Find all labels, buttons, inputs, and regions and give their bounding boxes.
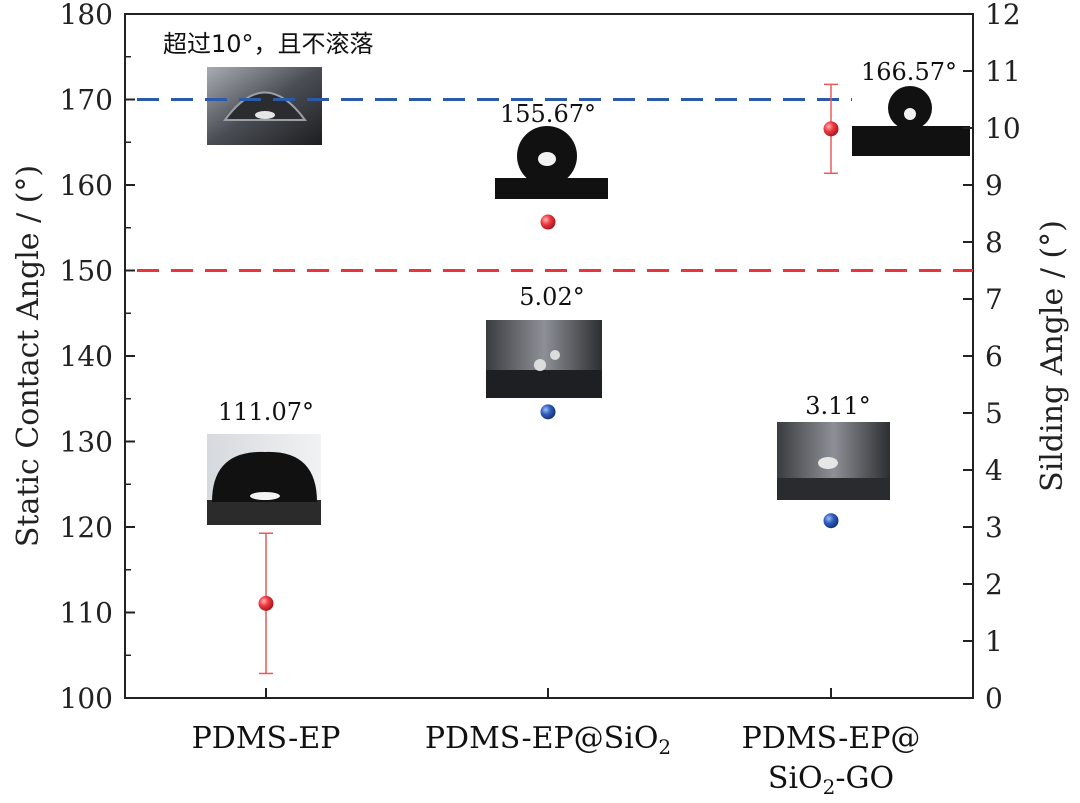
right-tick-label-7: 7 xyxy=(985,283,1003,316)
right-tick-label-9: 9 xyxy=(985,169,1003,202)
category-label-2-line1: SiO2​-GO xyxy=(768,761,894,799)
point-right-1 xyxy=(540,404,556,420)
left-tick-label-110: 110 xyxy=(60,597,113,630)
right-tick-label-6: 6 xyxy=(985,340,1003,373)
droplet-photo-pdms-ep-static xyxy=(207,434,321,525)
point-left-1 xyxy=(540,214,556,230)
right-tick-label-8: 8 xyxy=(985,226,1003,259)
right-tick-label-12: 12 xyxy=(985,0,1021,31)
category-ticks xyxy=(265,688,832,698)
value-label-left-0: 111.07° xyxy=(218,398,314,426)
right-tick-label-1: 1 xyxy=(985,625,1003,658)
right-tick-label-3: 3 xyxy=(985,511,1003,544)
left-tick-label-180: 180 xyxy=(60,0,113,31)
left-tick-label-170: 170 xyxy=(60,84,113,117)
right-axis-title: Silding Angle / (°) xyxy=(1035,220,1070,492)
category-label-2-line0: PDMS-EP@ xyxy=(742,721,921,756)
right-tick-label-2: 2 xyxy=(985,568,1003,601)
category-labels: PDMS-EP PDMS-EP@SiO2​ PDMS-EP@ SiO2​-GO xyxy=(192,721,921,799)
right-tick-label-0: 0 xyxy=(985,682,1003,715)
left-tick-label-140: 140 xyxy=(60,340,113,373)
point-right-2 xyxy=(823,513,839,529)
left-axis-ticks: 100 110 120 130 140 150 160 170 180 xyxy=(60,0,135,715)
right-tick-label-10: 10 xyxy=(985,112,1021,145)
droplet-photo-go-sliding xyxy=(777,422,890,500)
data-points xyxy=(258,121,839,611)
droplet-photo-sio2-sliding xyxy=(486,320,602,398)
value-label-left-1: 155.67° xyxy=(500,100,596,128)
value-label-left-2: 166.57° xyxy=(861,58,957,86)
annotation-label: 超过10°，且不滚落 xyxy=(163,30,374,58)
point-left-2 xyxy=(823,121,839,137)
value-label-right-2: 3.11° xyxy=(805,392,870,420)
left-tick-label-150: 150 xyxy=(60,255,113,288)
left-axis-title: Static Contact Angle / (°) xyxy=(11,165,46,547)
left-tick-label-120: 120 xyxy=(60,511,113,544)
reference-lines xyxy=(137,98,973,272)
value-label-right-1: 5.02° xyxy=(519,283,584,311)
left-tick-label-130: 130 xyxy=(60,426,113,459)
point-left-0 xyxy=(258,595,274,611)
droplet-photo-go-static xyxy=(852,86,970,156)
left-tick-label-100: 100 xyxy=(60,682,113,715)
value-labels: 111.07° 155.67° 166.57° 5.02° 3.11° xyxy=(218,58,957,426)
right-tick-label-11: 11 xyxy=(985,55,1021,88)
right-tick-label-4: 4 xyxy=(985,454,1003,487)
droplet-photo-sio2-static xyxy=(495,126,608,199)
category-label-1: PDMS-EP@SiO2​ xyxy=(425,721,671,759)
right-tick-label-5: 5 xyxy=(985,397,1003,430)
droplet-photo-pdms-ep-sliding xyxy=(207,67,322,145)
category-label-0: PDMS-EP xyxy=(192,721,341,756)
left-tick-label-160: 160 xyxy=(60,169,113,202)
